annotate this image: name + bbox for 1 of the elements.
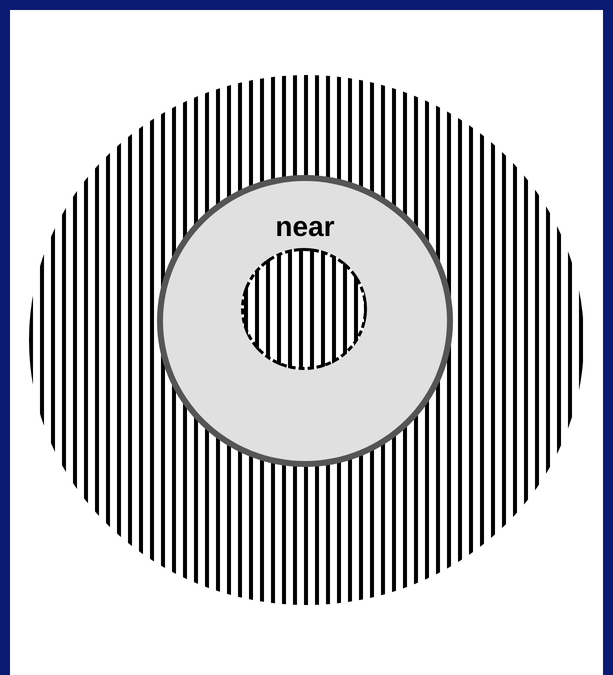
region-label: near [274, 211, 336, 243]
